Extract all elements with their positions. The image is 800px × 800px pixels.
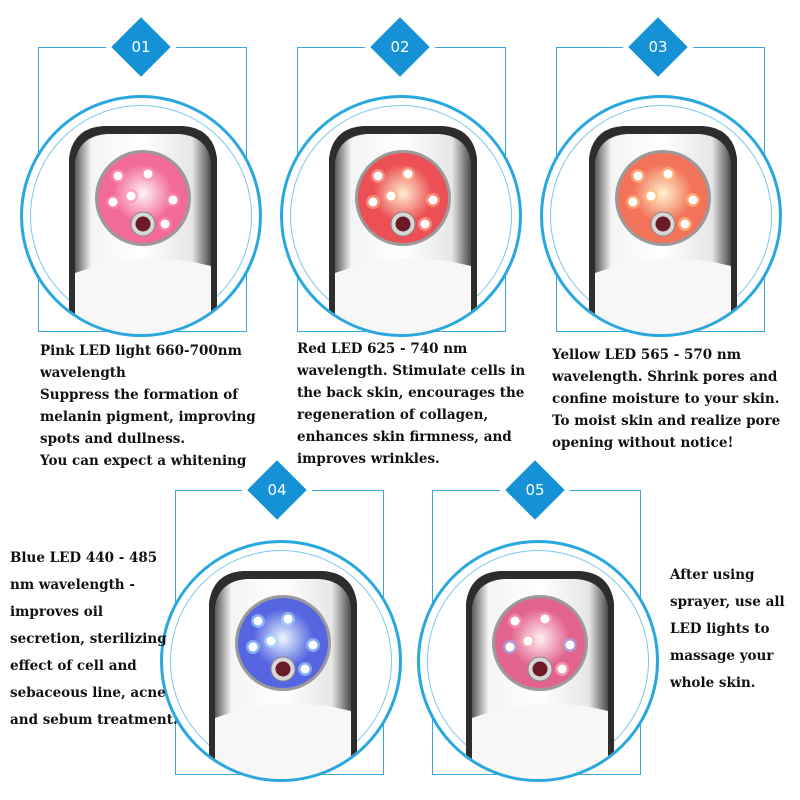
panel-photo-04 — [160, 540, 402, 782]
led-light — [253, 616, 263, 626]
description-line: nm wavelength - — [10, 577, 135, 593]
panel-number-badge-03: 03 — [628, 17, 688, 77]
sensor-button — [275, 661, 291, 677]
panel-number-badge-01: 01 — [111, 17, 171, 77]
led-light — [565, 640, 575, 650]
description-line: whole skin. — [670, 675, 756, 691]
panel-number-01: 01 — [131, 38, 151, 56]
sensor-button — [135, 216, 151, 232]
led-beauty-device-head-icon — [466, 571, 614, 779]
description-line: massage your — [670, 648, 774, 664]
led-light — [680, 219, 690, 229]
led-light — [420, 219, 430, 229]
description-line: improves oil — [10, 604, 103, 620]
panel-photo-03 — [540, 95, 782, 337]
led-light — [143, 169, 153, 179]
description-line: secretion, sterilizing — [10, 631, 167, 647]
led-light — [510, 616, 520, 626]
description-line: regeneration of collagen, — [297, 407, 489, 423]
description-line: sebaceous line, acne — [10, 685, 166, 701]
led-light — [557, 664, 567, 674]
led-light — [368, 197, 378, 207]
description-line: Suppress the formation of — [40, 387, 239, 403]
description-line: To moist skin and realize pore — [552, 413, 781, 429]
led-light — [663, 169, 673, 179]
panel-description-02: Red LED 625 - 740 nm wavelength. Stimulat… — [297, 338, 525, 470]
description-line: Yellow LED 565 - 570 nm — [552, 347, 741, 363]
led-light — [283, 614, 293, 624]
led-light — [688, 195, 698, 205]
panel-number-04: 04 — [267, 481, 287, 499]
description-line: and sebum treatment. — [10, 712, 178, 728]
led-light — [633, 171, 643, 181]
sensor-button — [532, 661, 548, 677]
description-line: After using — [670, 567, 755, 583]
panel-number-02: 02 — [390, 38, 410, 56]
panel-photo-01 — [20, 95, 262, 337]
led-beauty-device-head-icon — [69, 126, 217, 334]
description-line: the back skin, encourages the — [297, 385, 525, 401]
led-light — [540, 614, 550, 624]
led-light — [113, 171, 123, 181]
description-line: confine moisture to your skin. — [552, 391, 780, 407]
led-light — [308, 640, 318, 650]
panel-photo-02 — [280, 95, 522, 337]
description-line: improves wrinkles. — [297, 451, 440, 467]
led-light — [300, 664, 310, 674]
panel-number-badge-05: 05 — [505, 460, 565, 520]
sensor-button — [655, 216, 671, 232]
led-light — [168, 195, 178, 205]
panel-number-badge-02: 02 — [370, 17, 430, 77]
description-line: effect of cell and — [10, 658, 137, 674]
panel-number-05: 05 — [525, 481, 545, 499]
led-beauty-device-head-icon — [589, 126, 737, 334]
led-light — [373, 171, 383, 181]
description-line: Red LED 625 - 740 nm — [297, 341, 468, 357]
description-line: Pink LED light 660-700nm — [40, 343, 242, 359]
description-line: sprayer, use all — [670, 594, 785, 610]
led-beauty-device-head-icon — [209, 571, 357, 779]
panel-number-badge-04: 04 — [247, 460, 307, 520]
description-line: LED lights to — [670, 621, 770, 637]
panel-description-04: Blue LED 440 - 485 nm wavelength - improve… — [10, 545, 178, 734]
led-light — [386, 191, 396, 201]
panel-number-03: 03 — [648, 38, 668, 56]
panel-description-03: Yellow LED 565 - 570 nm wavelength. Shrin… — [552, 344, 780, 454]
description-line: enhances skin firmness, and — [297, 429, 512, 445]
description-line: melanin pigment, improving — [40, 409, 256, 425]
led-light — [628, 197, 638, 207]
sensor-button — [395, 216, 411, 232]
description-line: opening without notice! — [552, 435, 734, 451]
led-beauty-device-head-icon — [329, 126, 477, 334]
panel-photo-05 — [417, 540, 659, 782]
description-line: Blue LED 440 - 485 — [10, 550, 158, 566]
led-light — [266, 636, 276, 646]
led-light — [126, 191, 136, 201]
led-light — [646, 191, 656, 201]
description-line: wavelength — [40, 365, 126, 381]
description-line: spots and dullness. — [40, 431, 186, 447]
description-line: You can expect a whitening — [40, 453, 247, 469]
led-light — [428, 195, 438, 205]
led-light — [403, 169, 413, 179]
description-line: wavelength. Shrink pores and — [552, 369, 778, 385]
led-light — [523, 636, 533, 646]
description-line: wavelength. Stimulate cells in — [297, 363, 526, 379]
led-light — [505, 642, 515, 652]
led-light — [160, 219, 170, 229]
led-light — [248, 642, 258, 652]
led-light — [108, 197, 118, 207]
